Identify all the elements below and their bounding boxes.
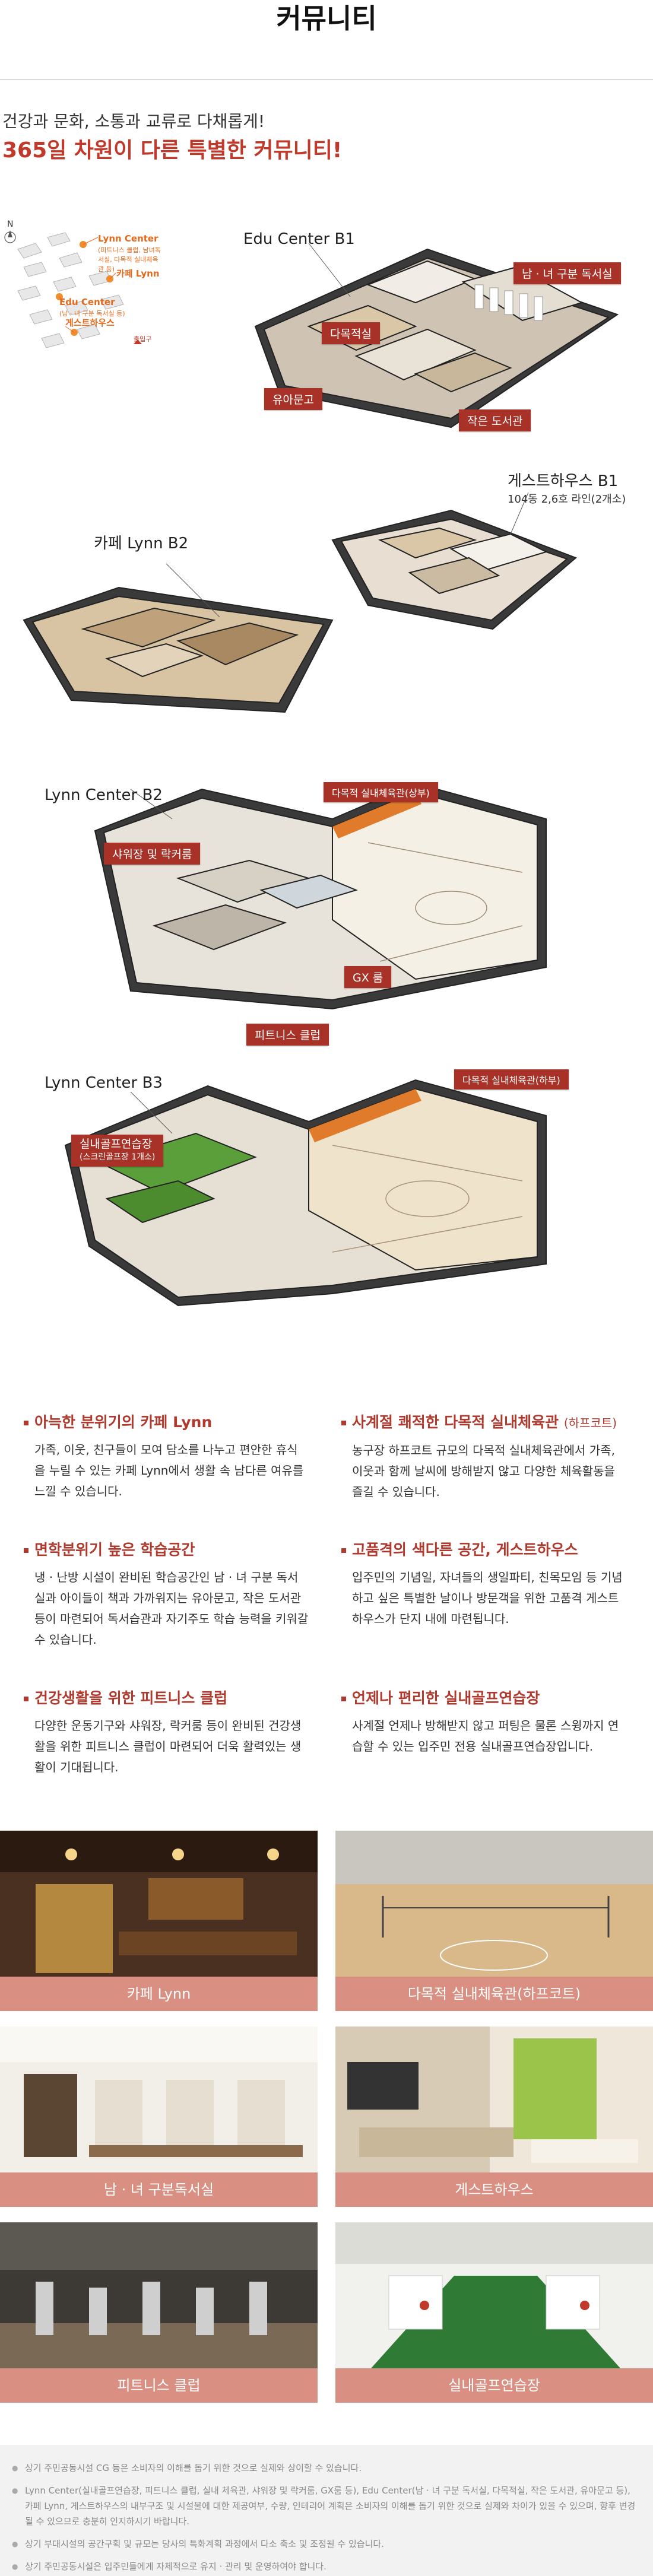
cafe-photo-image xyxy=(0,1831,318,1977)
site-map: Lynn Center (피트니스 클럽, 남녀독서실, 다목적 실내체육관 등… xyxy=(0,178,161,356)
feature-body: 입주민의 기념일, 자녀들의 생일파티, 친목모임 등 기념하고 싶은 특별한 … xyxy=(352,1570,623,1626)
disclaimer-note: 상기 부대시설의 공간구획 및 규모는 당사의 특화계획 과정에서 다소 축소 … xyxy=(12,2536,641,2552)
lynn-b2-court-lines xyxy=(367,842,523,962)
intro-headline: 365일 차원이 다른 특별한 커뮤니티! xyxy=(2,138,343,163)
fitness-photo-image xyxy=(0,2222,318,2368)
photo-caption: 다목적 실내체육관(하프코트) xyxy=(335,1977,653,2011)
feature-title: 면학분위기 높은 학습공간 xyxy=(34,1541,195,1558)
feature-body: 다양한 운동기구와 샤워장, 락커룸 등이 완비된 건강생활을 위한 피트니스 … xyxy=(34,1719,302,1774)
bullet-icon xyxy=(341,1697,346,1701)
edu-center-b1-label: Edu Center B1 xyxy=(243,230,355,248)
title-divider xyxy=(0,79,653,80)
bullet-icon xyxy=(341,1548,346,1553)
leader-lines xyxy=(130,243,529,1134)
disclaimer-notes: 상기 주민공동시설 CG 등은 소비자의 이해를 돕기 위한 것으로 실제와 상… xyxy=(0,2445,653,2576)
feature-body: 농구장 하프코트 규모의 다목적 실내체육관에서 가족, 이웃과 함께 날씨에 … xyxy=(352,1443,615,1499)
cafe-lynn-b2-label: 카페 Lynn B2 xyxy=(94,535,189,552)
room-tag-fitness-club: 피트니스 클럽 xyxy=(246,1024,329,1046)
feature-golf: 언제나 편리한 실내골프연습장 사계절 언제나 방해받지 않고 퍼팅은 물론 스… xyxy=(341,1688,626,1757)
photo-fitness: 피트니스 클럽 xyxy=(0,2222,318,2403)
svg-text:N: N xyxy=(7,220,13,229)
site-label-guesthouse: 게스트하우스 xyxy=(65,317,115,328)
feature-fitness: 건강생활을 위한 피트니스 클럽 다양한 운동기구와 샤워장, 락커룸 등이 완… xyxy=(24,1688,309,1778)
lynn-center-b2-label: Lynn Center B2 xyxy=(45,786,163,804)
gym-photo-image xyxy=(335,1831,653,1977)
feature-title: 아늑한 분위기의 카페 Lynn xyxy=(34,1414,213,1431)
feature-study: 면학분위기 높은 학습공간 냉 · 난방 시설이 완비된 학습공간인 남 · 녀… xyxy=(24,1540,309,1650)
disclaimer-note: Lynn Center(실내골프연습장, 피트니스 클럽, 실내 체육관, 샤워… xyxy=(12,2483,641,2529)
site-map-drawing: N xyxy=(4,220,142,348)
photo-gym: 다목적 실내체육관(하프코트) xyxy=(335,1831,653,2011)
room-tag-gym-upper: 다목적 실내체육관(상부) xyxy=(324,782,438,802)
bullet-icon xyxy=(24,1697,28,1701)
photo-caption: 피트니스 클럽 xyxy=(0,2368,318,2403)
disclaimer-note: 상기 주민공동시설 CG 등은 소비자의 이해를 돕기 위한 것으로 실제와 상… xyxy=(12,2460,641,2476)
room-tag-kids-library: 유아문고 xyxy=(264,388,322,410)
page-title: 커뮤니티 xyxy=(276,2,377,34)
feature-title: 사계절 쾌적한 다목적 실내체육관 xyxy=(352,1414,559,1431)
room-tag-locker-room: 샤워장 및 락커룸 xyxy=(104,843,201,865)
photo-caption: 실내골프연습장 xyxy=(335,2368,653,2403)
site-label-cafe-lynn: 카페 Lynn xyxy=(116,268,160,279)
room-tag-multipurpose: 다목적실 xyxy=(322,322,380,344)
feature-body: 가족, 이웃, 친구들이 모여 담소를 나누고 편안한 휴식을 누릴 수 있는 … xyxy=(34,1443,304,1498)
photo-caption: 남 · 녀 구분독서실 xyxy=(0,2172,318,2207)
photo-cafe: 카페 Lynn xyxy=(0,1831,318,2011)
photo-caption: 카페 Lynn xyxy=(0,1977,318,2011)
room-tag-golf-range-note: (스크린골프장 1개소) xyxy=(80,1152,156,1162)
floor-plan-drawings: N xyxy=(4,220,619,1307)
feature-gym: 사계절 쾌적한 다목적 실내체육관 (하프코트) 농구장 하프코트 규모의 다목… xyxy=(341,1412,626,1503)
site-label-edu-center: Edu Center xyxy=(59,297,115,307)
room-tag-gym-lower: 다목적 실내체육관(하부) xyxy=(454,1069,569,1090)
lynn-center-b3-drawing xyxy=(64,1079,547,1307)
photo-guesthouse: 게스트하우스 xyxy=(335,2027,653,2207)
feature-title: 언제나 편리한 실내골프연습장 xyxy=(352,1689,540,1707)
photo-golf: 실내골프연습장 xyxy=(335,2222,653,2403)
feature-guesthouse: 고품격의 색다른 공간, 게스트하우스 입주민의 기념일, 자녀들의 생일파티,… xyxy=(341,1540,626,1630)
site-gate-label: 출입구 xyxy=(134,335,152,343)
b2-orange-wall xyxy=(332,792,421,838)
room-tag-golf-range-label: 실내골프연습장 xyxy=(80,1138,153,1151)
lynn-center-b3-label: Lynn Center B3 xyxy=(45,1074,163,1092)
feature-tag: (하프코트) xyxy=(563,1416,617,1430)
edu-desks xyxy=(474,284,543,321)
room-tag-golf-range: 실내골프연습장 (스크린골프장 1개소) xyxy=(71,1135,164,1167)
photo-reading-room: 남 · 녀 구분독서실 xyxy=(0,2027,318,2207)
photo-caption: 게스트하우스 xyxy=(335,2172,653,2207)
room-tag-small-library: 작은 도서관 xyxy=(459,409,531,431)
feature-cafe: 아늑한 분위기의 카페 Lynn 가족, 이웃, 친구들이 모여 담소를 나누고… xyxy=(24,1412,309,1502)
lynn-center-b2-drawing xyxy=(94,782,547,1010)
bullet-icon xyxy=(341,1421,346,1425)
feature-body: 사계절 언제나 방해받지 않고 퍼팅은 물론 스윙까지 연습할 수 있는 입주민… xyxy=(352,1719,619,1754)
site-note-edu-center: (남 · 녀 구분 독서실 등) xyxy=(59,310,125,317)
lynn-b3-court-lines xyxy=(332,1145,523,1253)
feature-title: 고품격의 색다른 공간, 게스트하우스 xyxy=(352,1541,578,1558)
intro: 건강과 문화, 소통과 교류로 다채롭게! 365일 차원이 다른 특별한 커뮤… xyxy=(2,110,537,166)
guesthouse-b1-label: 게스트하우스 B1 xyxy=(508,472,619,490)
floor-plans: N xyxy=(0,178,653,1383)
room-tag-gx-room: GX 룸 xyxy=(344,966,392,988)
site-note-lynn-center: (피트니스 클럽, 남녀독서실, 다목적 실내체육관 등) xyxy=(98,246,161,273)
golf-photo-image xyxy=(335,2222,653,2368)
cafe-lynn-b2-drawing xyxy=(23,586,334,713)
disclaimer-note: 상기 주민공동시설은 입주민들에게 자체적으로 유지 · 관리 및 운영하여야 … xyxy=(12,2559,641,2574)
b3-orange-wall xyxy=(309,1089,421,1142)
guesthouse-b1-drawing xyxy=(331,509,577,630)
reading-room-photo-image xyxy=(0,2027,318,2172)
site-label-lynn-center: Lynn Center xyxy=(98,233,159,244)
bullet-icon xyxy=(24,1548,28,1553)
intro-line1: 건강과 문화, 소통과 교류로 다채롭게! xyxy=(2,112,265,131)
bullet-icon xyxy=(24,1421,28,1425)
guesthouse-b1-sub: 104동 2,6호 라인(2개소) xyxy=(508,493,626,506)
feature-body: 냉 · 난방 시설이 완비된 학습공간인 남 · 녀 구분 독서실과 아이들이 … xyxy=(34,1570,309,1647)
feature-title: 건강생활을 위한 피트니스 클럽 xyxy=(34,1689,228,1707)
room-tag-reading-room: 남 · 녀 구분 독서실 xyxy=(513,262,621,284)
guesthouse-photo-image xyxy=(335,2027,653,2172)
